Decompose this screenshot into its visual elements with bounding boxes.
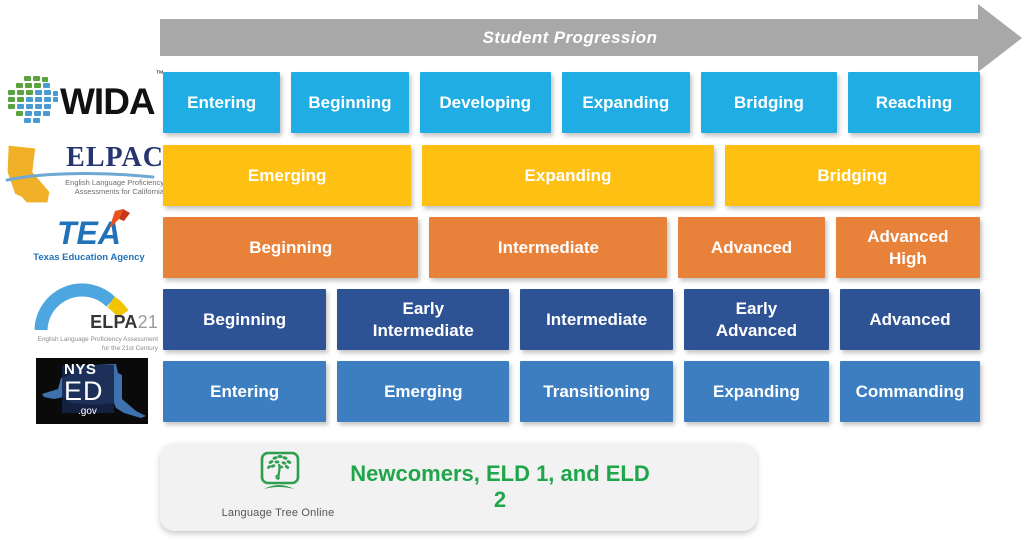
tea-wordmark: TEA [57, 215, 121, 251]
student-progression-arrow: Student Progression [160, 19, 980, 56]
level-box: Advanced High [835, 217, 980, 278]
row-tea-levels: Beginning Intermediate Advanced Advanced… [163, 217, 980, 278]
row-elpac-levels: Emerging Expanding Bridging [163, 145, 980, 206]
level-box: Commanding [839, 361, 981, 422]
wida-logo: WIDA™ [6, 68, 164, 128]
level-box: Transitioning [520, 361, 673, 422]
level-box: Developing [419, 72, 551, 133]
row-nysed-levels: Entering Emerging Transitioning Expandin… [163, 361, 981, 422]
level-box: Entering [163, 361, 327, 422]
level-box: Advanced [678, 217, 825, 278]
tea-logo: TEA Texas Education Agency [28, 209, 150, 263]
elpac-wordmark: ELPAC English Language Proficiency Asses… [5, 144, 164, 196]
tea-flag-icon [109, 209, 130, 229]
level-box: Emerging [163, 145, 412, 206]
level-box: Emerging [337, 361, 510, 422]
elpac-logo: ELPAC English Language Proficiency Asses… [2, 142, 164, 206]
level-box: Bridging [724, 145, 980, 206]
california-state-icon [7, 145, 50, 203]
level-box: Entering [163, 72, 281, 133]
language-tree-icon [260, 451, 300, 489]
arrow-label: Student Progression [482, 27, 658, 47]
level-box: Advanced [839, 289, 981, 350]
language-tree-card: Language Tree Online Newcomers, ELD 1, a… [160, 443, 757, 531]
nysed-wordmark: NYS ED .gov [64, 361, 104, 417]
nysed-logo: NYS ED .gov [36, 358, 148, 424]
level-box: Expanding [422, 145, 714, 206]
level-box: Expanding [561, 72, 690, 133]
level-box: Beginning [163, 289, 327, 350]
footer-text: Newcomers, ELD 1, and ELD 2 [350, 461, 650, 512]
level-box: Beginning [291, 72, 409, 133]
new-york-state-icon [42, 364, 146, 418]
level-box: Early Intermediate [337, 289, 510, 350]
elpa21-subtitle: English Language Proficiency Assessment … [37, 336, 158, 352]
level-box: Intermediate [520, 289, 673, 350]
tea-subtitle: Texas Education Agency [33, 252, 145, 263]
row-elpa21-levels: Beginning Early Intermediate Intermediat… [163, 289, 981, 350]
level-box: Expanding [683, 361, 829, 422]
elpa21-logo: ELPA21 English Language Proficiency Asse… [34, 283, 158, 353]
language-tree-label: Language Tree Online [221, 507, 335, 519]
level-box: Reaching [847, 72, 981, 133]
trademark-symbol: ™ [155, 68, 164, 78]
wida-mosaic-icon [8, 76, 58, 123]
elpac-subtitle: English Language Proficiency Assessments… [65, 178, 164, 196]
elpa21-arch-icon [34, 283, 129, 331]
level-box: Early Advanced [683, 289, 829, 350]
level-box: Bridging [700, 72, 837, 133]
swoosh-icon [5, 172, 155, 182]
wida-wordmark: WIDA™ [60, 68, 164, 122]
level-box: Intermediate [429, 217, 668, 278]
language-tree-logo: Language Tree Online [198, 451, 358, 519]
level-box: Beginning [163, 217, 419, 278]
elpa21-wordmark: ELPA21 [90, 312, 158, 332]
row-wida-levels: Entering Beginning Developing Expanding … [163, 72, 981, 133]
arrow-head [978, 4, 1022, 72]
